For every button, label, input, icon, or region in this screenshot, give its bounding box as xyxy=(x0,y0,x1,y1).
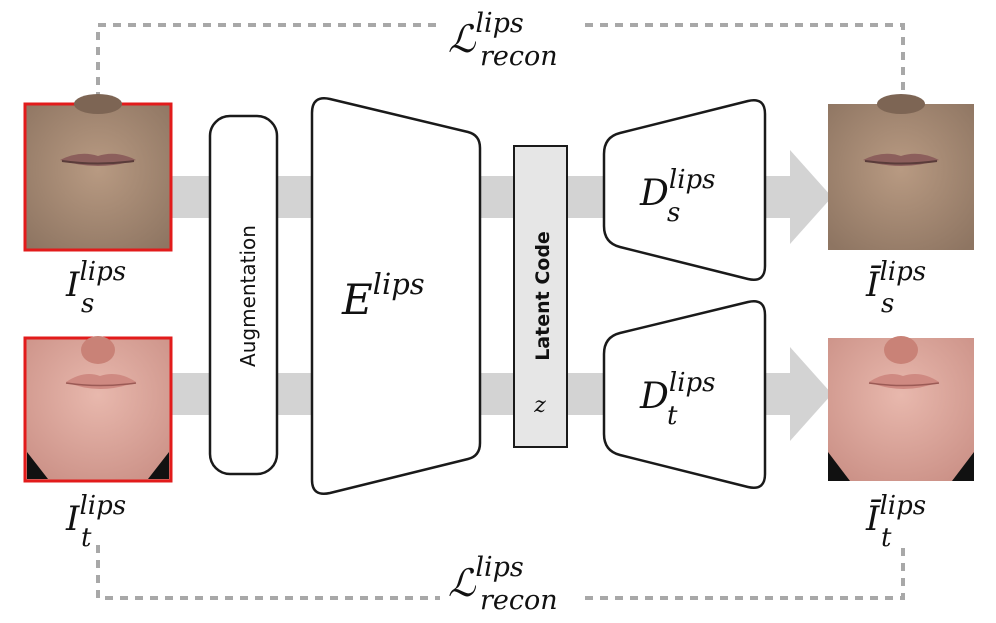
augmentation-block xyxy=(208,114,279,476)
bottom-loss-symbol: ℒ xyxy=(448,561,477,605)
target-input-symbol: I xyxy=(65,499,80,539)
top-loss-symbol: ℒ xyxy=(448,17,477,61)
latent-variable: z xyxy=(533,393,546,418)
top-loss-loop xyxy=(96,23,905,100)
encoder-superscript: lips xyxy=(373,267,425,301)
target-decoder-symbol: D xyxy=(639,376,669,417)
target-decoder-block xyxy=(602,300,767,489)
target-decoder-subscript: t xyxy=(667,401,678,431)
target-input-superscript: lips xyxy=(79,491,126,521)
bottom-loss-subscript: recon xyxy=(480,585,558,616)
source-lips-photo xyxy=(23,94,173,252)
source-output-symbol: Ī xyxy=(865,265,882,305)
source-input-superscript: lips xyxy=(79,257,126,287)
encoder-label: Elips xyxy=(341,267,425,324)
reconstructed-target-lips-render xyxy=(828,336,974,481)
bottom-loss-loop xyxy=(96,545,905,600)
source-input-subscript: s xyxy=(81,289,94,319)
target-input-subscript: t xyxy=(81,523,92,553)
encoder-symbol: E xyxy=(341,275,373,324)
reconstructed-source-lips-photo xyxy=(828,94,974,250)
source-decoder-subscript: s xyxy=(667,198,680,228)
source-decoder-block xyxy=(602,99,767,281)
target-output-symbol: Ī xyxy=(865,499,882,539)
augmentation-label: Augmentation xyxy=(236,225,260,367)
top-loss-superscript: lips xyxy=(475,8,523,39)
target-output-subscript: t xyxy=(881,523,892,553)
source-input-symbol: I xyxy=(65,265,80,305)
bottom-loss-superscript: lips xyxy=(475,552,523,583)
latent-code-block xyxy=(513,145,568,448)
source-output-subscript: s xyxy=(881,289,894,319)
top-loss-subscript: recon xyxy=(480,41,558,72)
target-lips-render xyxy=(23,336,173,483)
latent-code-label: Latent Code xyxy=(532,231,554,361)
target-output-superscript: lips xyxy=(879,491,926,521)
source-output-superscript: lips xyxy=(879,257,926,287)
target-decoder-superscript: lips xyxy=(669,368,716,398)
encoder-block xyxy=(310,97,482,495)
source-decoder-symbol: D xyxy=(639,173,669,214)
source-decoder-superscript: lips xyxy=(669,165,716,195)
